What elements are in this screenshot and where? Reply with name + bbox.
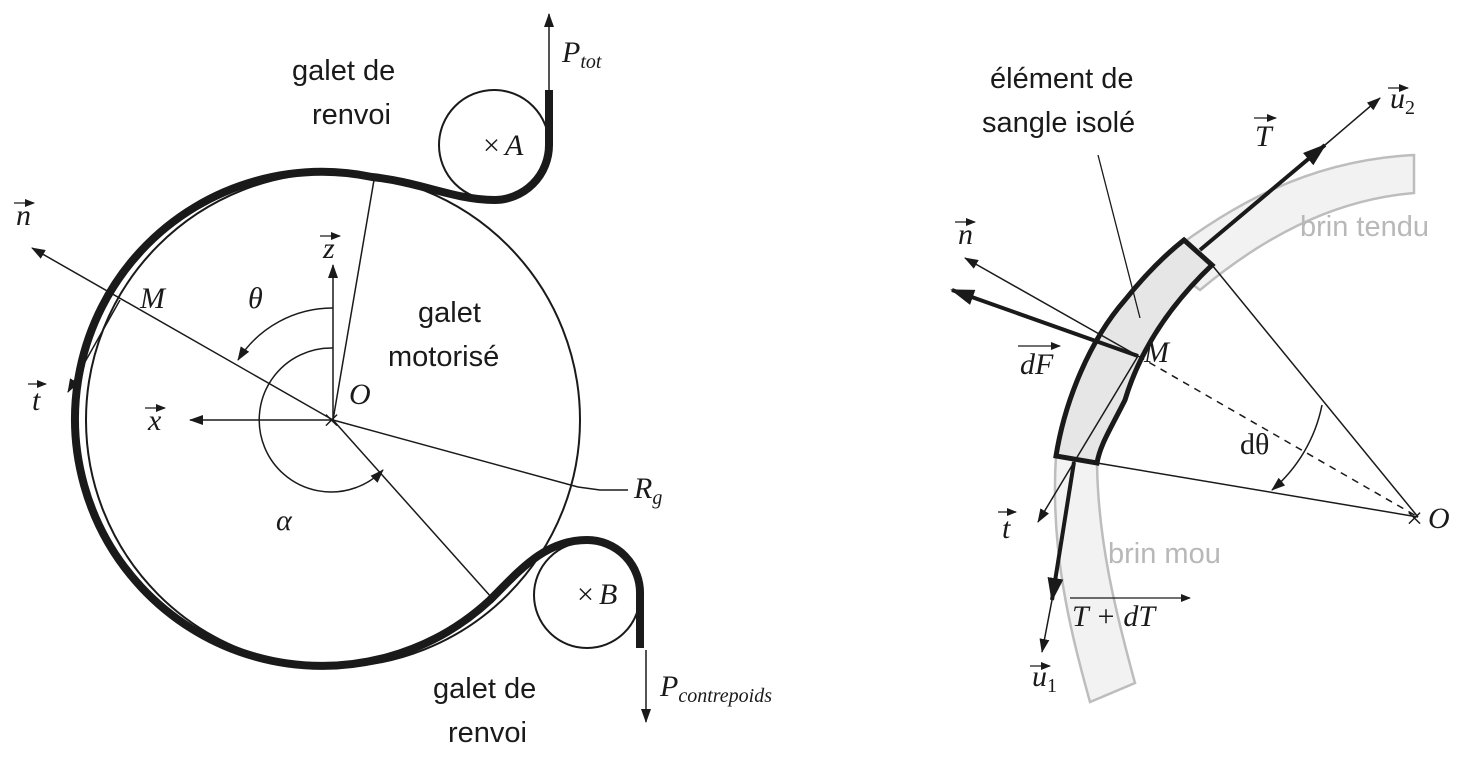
- point-m-right-label: M: [1143, 336, 1171, 369]
- point-o-right-label: O: [1428, 502, 1450, 535]
- t-vector-right-line: [1037, 355, 1139, 523]
- t-vector-line: [67, 299, 121, 393]
- radius-upper: [1211, 264, 1419, 518]
- rg-leader: [577, 486, 628, 491]
- radius-mid-dashed: [1137, 355, 1419, 518]
- n-vector-label: n: [14, 199, 35, 232]
- T-vector-label: T: [1254, 114, 1277, 153]
- guide-roller-bottom-label-1: galet de: [433, 673, 536, 705]
- dF-vector-label: dF: [1018, 342, 1061, 381]
- belt-strap: [71, 90, 645, 670]
- u2-arrow: [1324, 97, 1381, 146]
- u1-arrow: [1039, 599, 1053, 653]
- isolated-leader: [1097, 154, 1141, 319]
- u2-vector-label: u2: [1388, 82, 1415, 119]
- motor-roller-label-1: galet: [418, 297, 481, 329]
- z-vector-label: z: [320, 232, 341, 265]
- cross-a: ×: [483, 129, 500, 162]
- svg-text:T + dT: T + dT: [1072, 600, 1157, 633]
- motor-roller-label-2: motorisé: [388, 341, 499, 373]
- n-vector-right-label: n: [955, 218, 976, 251]
- point-o-label: O: [349, 378, 371, 411]
- tight-strand-label: brin tendu: [1300, 211, 1429, 243]
- guide-roller-top-label-1: galet de: [292, 55, 395, 87]
- point-b-label: B: [599, 578, 617, 611]
- alpha-label: α: [276, 504, 293, 537]
- cross-o: ×: [323, 404, 340, 437]
- radius-lower: [1096, 462, 1419, 518]
- x-vector-label: x: [145, 404, 166, 437]
- u1-vector-label: u1: [1030, 660, 1057, 697]
- point-a-label: A: [503, 129, 524, 162]
- svg-text:n: n: [16, 199, 31, 232]
- svg-text:dF: dF: [1020, 348, 1054, 381]
- p-contrepoids-label: Pcontrepoids: [659, 670, 772, 707]
- slack-strand: [1053, 453, 1137, 704]
- cross-b: ×: [577, 578, 594, 611]
- isolated-label-1: élément de: [990, 63, 1134, 95]
- svg-text:x: x: [147, 404, 162, 437]
- cross-o-right: ×: [1406, 502, 1423, 535]
- svg-text:n: n: [958, 218, 973, 251]
- radius-line-alpha: [332, 419, 493, 599]
- slack-strand-label: brin mou: [1108, 538, 1221, 570]
- t-dt-force-arrow: [1047, 461, 1076, 602]
- left-diagram: galet de renvoi galet motorisé galet de …: [14, 13, 772, 749]
- t-vector-label: t: [28, 380, 47, 417]
- df-force-arrow: [950, 288, 1139, 358]
- theta-arc: [237, 307, 334, 361]
- guide-roller-bottom-label-2: renvoi: [448, 717, 527, 749]
- dtheta-arc: [1271, 404, 1323, 491]
- svg-text:t: t: [1002, 512, 1011, 545]
- svg-text:t: t: [32, 384, 41, 417]
- guide-roller-top-label-2: renvoi: [312, 99, 391, 131]
- alpha-arc: [258, 347, 384, 493]
- theta-label: θ: [248, 282, 263, 315]
- n-vector-line: [31, 247, 334, 421]
- radius-line-rg: [332, 419, 579, 488]
- point-m-label: M: [139, 282, 167, 315]
- p-tot-label: Ptot: [561, 36, 602, 73]
- isolated-element: [1053, 236, 1216, 466]
- radius-line-theta: [332, 179, 375, 421]
- t-vector-right-label: t: [998, 508, 1017, 545]
- svg-text:z: z: [322, 232, 335, 265]
- right-diagram: élément de sangle isolé brin tendu brin …: [950, 63, 1450, 704]
- isolated-label-2: sangle isolé: [982, 107, 1135, 139]
- t-force-arrow: [1198, 143, 1327, 252]
- T-dT-vector-label: T + dT: [1070, 594, 1191, 633]
- rg-label: Rg: [633, 472, 662, 509]
- dtheta-label: dθ: [1240, 428, 1269, 461]
- svg-text:T: T: [1255, 120, 1274, 153]
- n-vector-right-line: [964, 257, 1139, 357]
